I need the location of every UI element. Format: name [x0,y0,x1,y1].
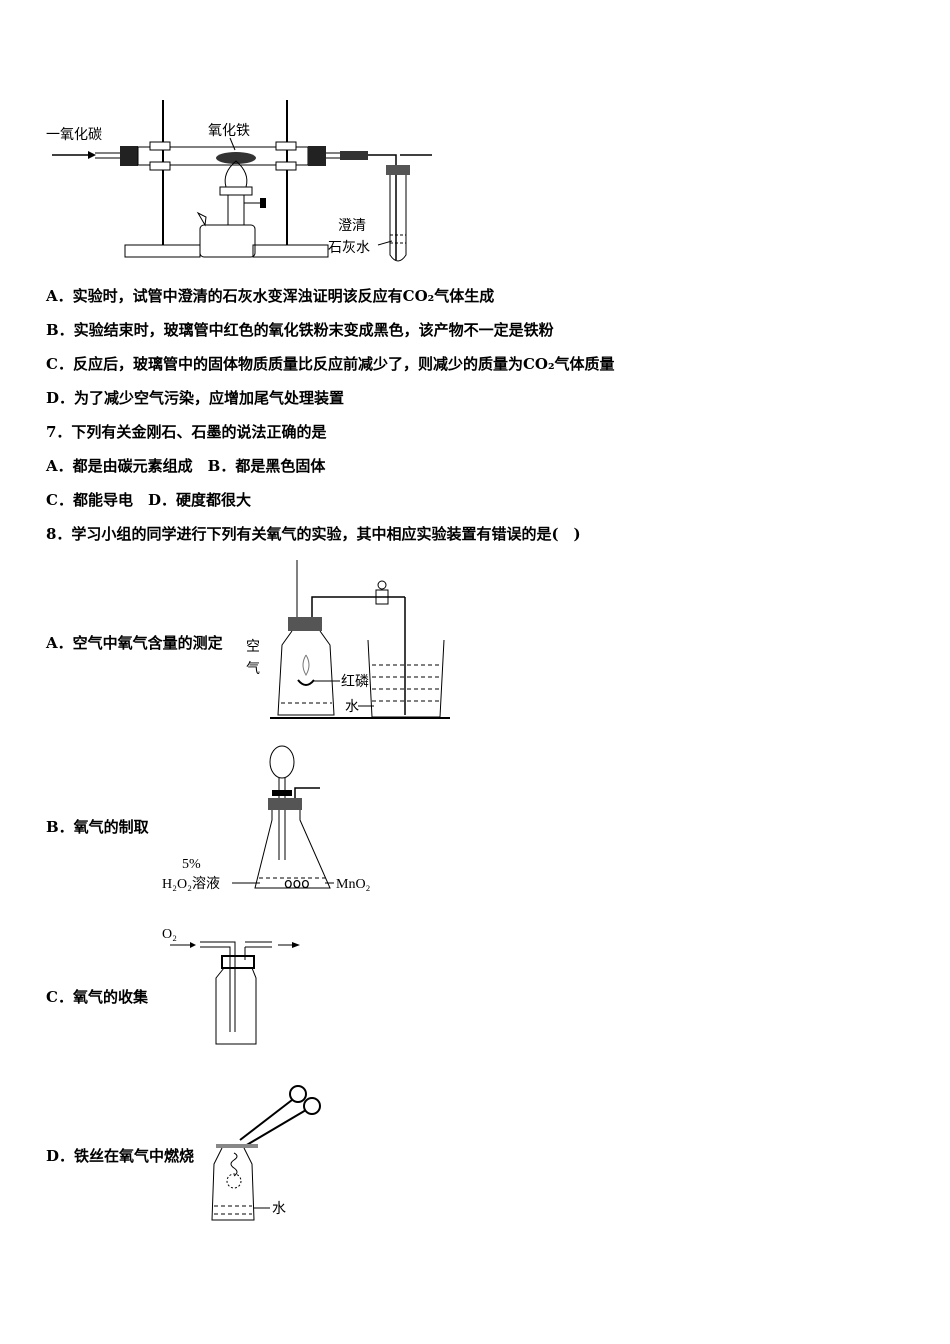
red-phosphorus-label: 红磷 [341,674,369,690]
test-tube [389,175,407,262]
q8-option-d: D．铁丝在氧气中燃烧 [46,1147,195,1165]
gas-bottle [215,967,257,1045]
iron-wire-combustion-apparatus: 水 [211,1085,321,1221]
oxygen-preparation-apparatus: ooo 5% H₂O₂溶液 MnO₂ [162,745,371,892]
q6-option-c: C．反应后，玻璃管中的固体物质质量比反应前减少了，则减少的质量为CO₂气体质量 [46,355,615,373]
alcohol-burner [227,194,245,226]
q8-stem: 8．学习小组的同学进行下列有关氧气的实验，其中相应实验装置有错误的是( ) [46,525,581,543]
fe2o3-label: 氧化铁 [208,123,250,139]
delivery-tube [368,154,432,260]
water-label: 水 [345,699,359,715]
q6-option-a: A．实验时，试管中澄清的石灰水变浑浊证明该反应有CO₂气体生成 [46,287,495,305]
gas-bottle [211,1147,255,1221]
inlet-tube [200,941,236,1032]
h2o2-label: H₂O₂溶液 [162,876,220,892]
stand-base-left [124,244,201,258]
q6-option-b: B．实验结束时，玻璃管中红色的氧化铁粉末变成黑色，该产物不一定是铁粉 [46,321,554,339]
q6-option-d: D．为了减少空气污染，应增加尾气处理装置 [46,389,345,407]
burner-flame [224,160,248,188]
o2-label: O₂ [162,927,177,942]
test-tube-stopper [386,165,410,175]
right-stopper [308,146,326,166]
iron-wire-coil [230,1152,238,1177]
q7-stem: 7．下列有关金刚石、石墨的说法正确的是 [46,423,327,441]
flask-stopper [268,798,302,810]
iron-oxide-powder [216,152,256,164]
co-reduction-apparatus: 一氧化碳 氧化铁 澄清 石灰水 [46,100,432,262]
mno2-particles: ooo [284,876,310,892]
oxygen-collection-apparatus: O₂ [162,927,300,1045]
q7-options-cd: C．都能导电 D．硬度都很大 [46,491,251,509]
connecting-tube [311,596,406,715]
air-label-2: 气 [246,661,260,677]
h2o2-percent: 5% [182,857,201,872]
stand-base-right [252,244,329,258]
clamp [375,589,389,605]
air-label-1: 空 [246,639,260,655]
conical-flask [254,810,331,889]
co-label: 一氧化碳 [46,127,102,143]
q8-option-c: C．氧气的收集 [46,988,148,1006]
limewater-label-2: 石灰水 [328,240,370,256]
beaker [367,639,445,718]
rubber-tube [340,151,368,160]
q8-option-a: A．空气中氧气含量的测定 [46,634,223,652]
oxygen-content-apparatus: 红磷 空 气 水 [246,560,450,719]
delivery-tube [294,787,320,798]
q8-option-b: B．氧气的制取 [46,818,149,836]
spark-glow [226,1173,242,1189]
left-stopper [120,146,138,166]
bottle-stopper [288,617,322,631]
glass-plate [216,1144,258,1148]
separatory-funnel [269,745,295,779]
collecting-bottle [277,630,335,716]
limewater-label-1: 澄清 [338,218,366,234]
mno2-label: MnO₂ [336,877,371,892]
combustion-spoon [297,679,315,686]
crucible-tongs [289,1085,307,1103]
water-label: 水 [272,1201,286,1217]
bottle-stopper [221,955,255,969]
arrow-head [88,151,96,159]
outlet-tube [244,941,272,960]
q7-options-ab: A．都是由碳元素组成 B．都是黑色固体 [46,457,326,475]
